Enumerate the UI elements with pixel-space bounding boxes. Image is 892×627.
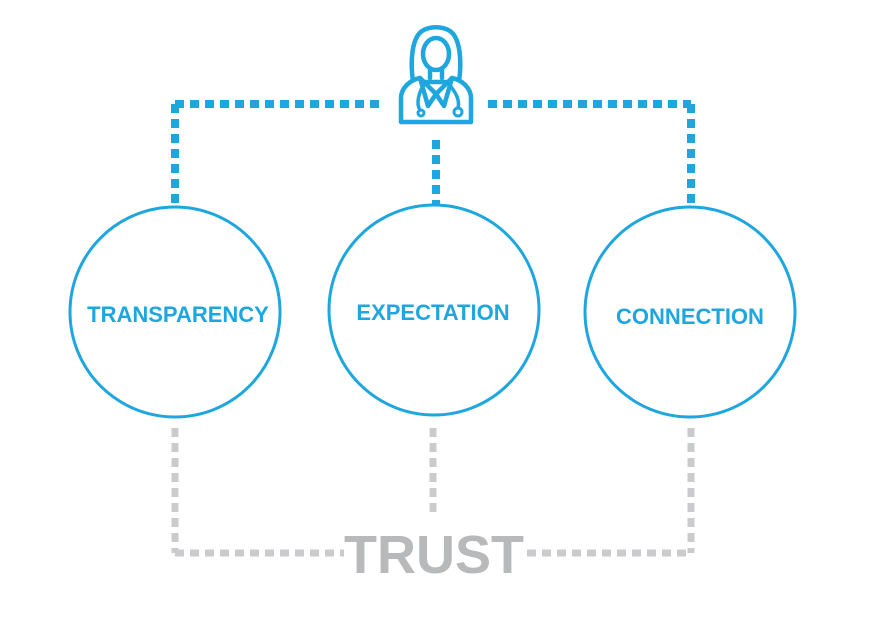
label-connection: CONNECTION [616, 304, 764, 329]
bottom-connectors [171, 428, 695, 557]
doctor-icon [398, 25, 474, 125]
concept-circles [68, 203, 797, 419]
top-connectors [171, 100, 695, 207]
label-expectation: EXPECTATION [356, 300, 509, 325]
circle-expectation [327, 203, 541, 417]
circle-transparency [68, 205, 282, 419]
label-transparency: TRANSPARENCY [87, 302, 269, 327]
trust-label: TRUST [344, 525, 524, 585]
circle-connection [583, 205, 797, 419]
